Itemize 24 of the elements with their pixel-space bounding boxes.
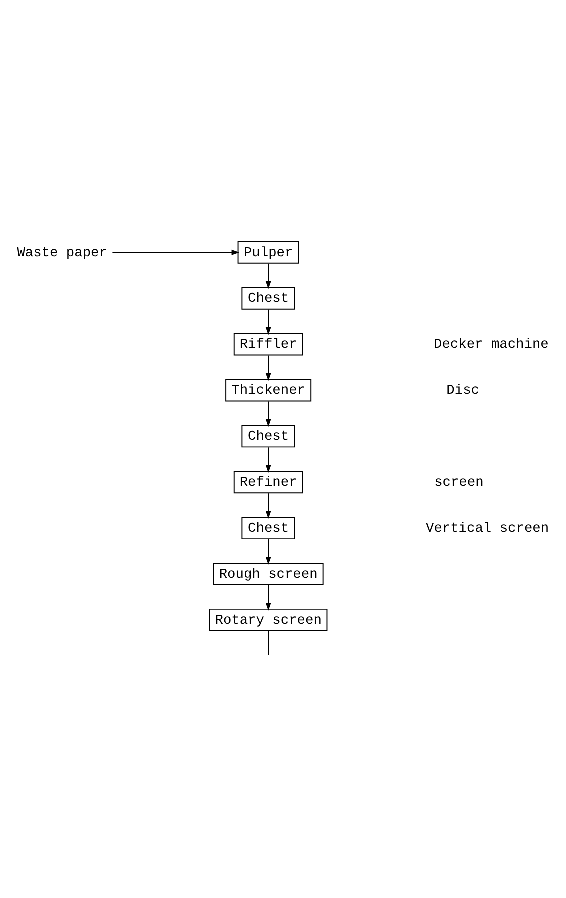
arrow (266, 447, 272, 474)
label: Decker machine (434, 338, 549, 354)
node-box: Thickener (226, 379, 312, 402)
node-box: Chest (242, 287, 296, 310)
label: Disc (446, 384, 480, 400)
connector (268, 630, 270, 656)
node-text: Waste paper (17, 246, 108, 262)
arrow (266, 401, 272, 428)
label: screen (434, 476, 484, 491)
node-box: Rotary screen (209, 608, 328, 632)
node-box: Rough screen (213, 563, 324, 586)
node-box: Chest (242, 517, 296, 540)
node-box: Chest (242, 425, 296, 448)
arrow (266, 309, 272, 336)
arrow (266, 263, 272, 290)
arrow (266, 584, 272, 611)
arrow (266, 355, 272, 382)
node-box: Refiner (234, 471, 304, 494)
node-box: Pulper (238, 241, 300, 264)
arrow (112, 250, 240, 256)
node-box: Riffler (234, 333, 304, 356)
label: Vertical screen (426, 522, 550, 537)
arrow (266, 493, 272, 519)
arrow (266, 539, 272, 565)
